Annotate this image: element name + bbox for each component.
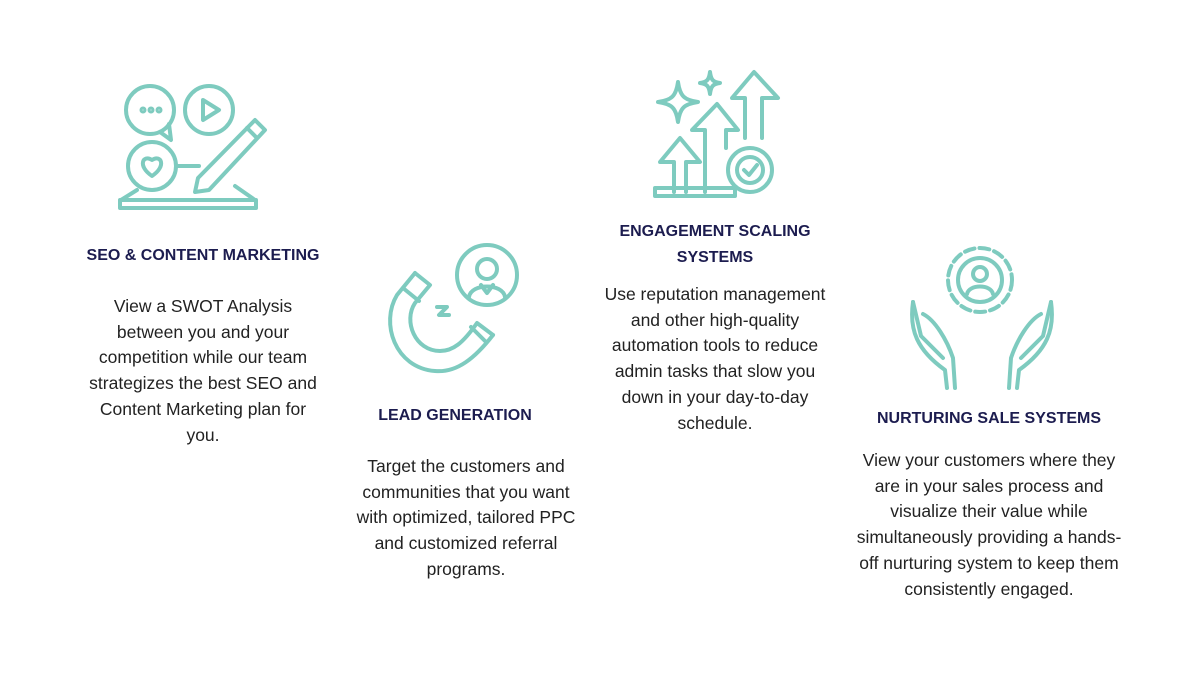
service-description: View your customers where they are in yo… [856, 450, 1122, 599]
hands-gear-user-icon [905, 240, 1060, 400]
service-title: LEAD GENERATION [378, 407, 532, 424]
service-title: NURTURING SALE SYSTEMS [876, 410, 1102, 427]
growth-arrows-gear-icon [650, 68, 785, 208]
service-description: View a SWOT Analysis between you and you… [89, 296, 317, 445]
content-creation-icon [115, 80, 270, 220]
service-title-text: ENGAGEMENT SCALING SYSTEMS [619, 223, 811, 266]
service-title: SEO & CONTENT MARKETING [86, 247, 320, 264]
service-title: ENGAGEMENT SCALING SYSTEMS [600, 219, 830, 271]
service-description: Use reputation management and other high… [604, 284, 826, 433]
magnet-user-icon [385, 243, 525, 388]
service-description: Target the customers and communities tha… [356, 456, 576, 579]
